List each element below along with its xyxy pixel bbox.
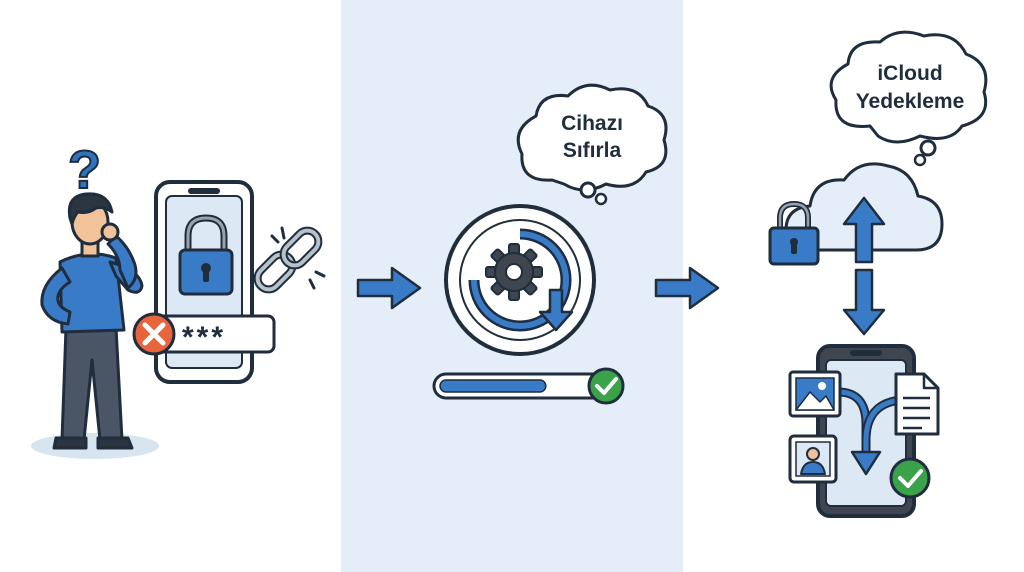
broken-link-icon xyxy=(253,226,326,294)
contact-icon xyxy=(788,434,838,484)
reset-bubble-line1: Cihazı xyxy=(561,112,623,135)
flow-arrow-2 xyxy=(654,266,720,310)
password-field: *** xyxy=(148,314,276,354)
error-x-icon xyxy=(132,312,176,356)
document-icon xyxy=(894,372,940,436)
reset-progress-bar xyxy=(432,372,614,400)
icloud-bubble-line2: Yedekleme xyxy=(856,90,965,113)
password-mask: *** xyxy=(182,321,226,354)
checkmark-icon xyxy=(889,457,931,499)
confused-person xyxy=(40,192,144,450)
sync-arrows-icon xyxy=(842,196,886,336)
icloud-thought-bubble: iCloud Yedekleme xyxy=(829,30,988,167)
gear-icon xyxy=(485,243,543,301)
reset-bubble-line2: Sıfırla xyxy=(563,139,622,162)
icloud-bubble-line1: iCloud xyxy=(877,62,942,85)
photo-icon xyxy=(788,370,842,418)
reset-disc xyxy=(444,204,596,356)
padlock-icon xyxy=(768,200,820,266)
reset-thought-bubble: Cihazı Sıfırla xyxy=(516,83,668,206)
question-mark-icon: ? xyxy=(68,140,101,200)
person-shadow xyxy=(31,433,159,459)
download-arrow-icon xyxy=(538,288,574,332)
flow-arrow-1 xyxy=(356,266,422,310)
padlock-icon xyxy=(178,214,234,296)
checkmark-icon xyxy=(587,367,625,405)
progress-fill xyxy=(439,379,547,393)
